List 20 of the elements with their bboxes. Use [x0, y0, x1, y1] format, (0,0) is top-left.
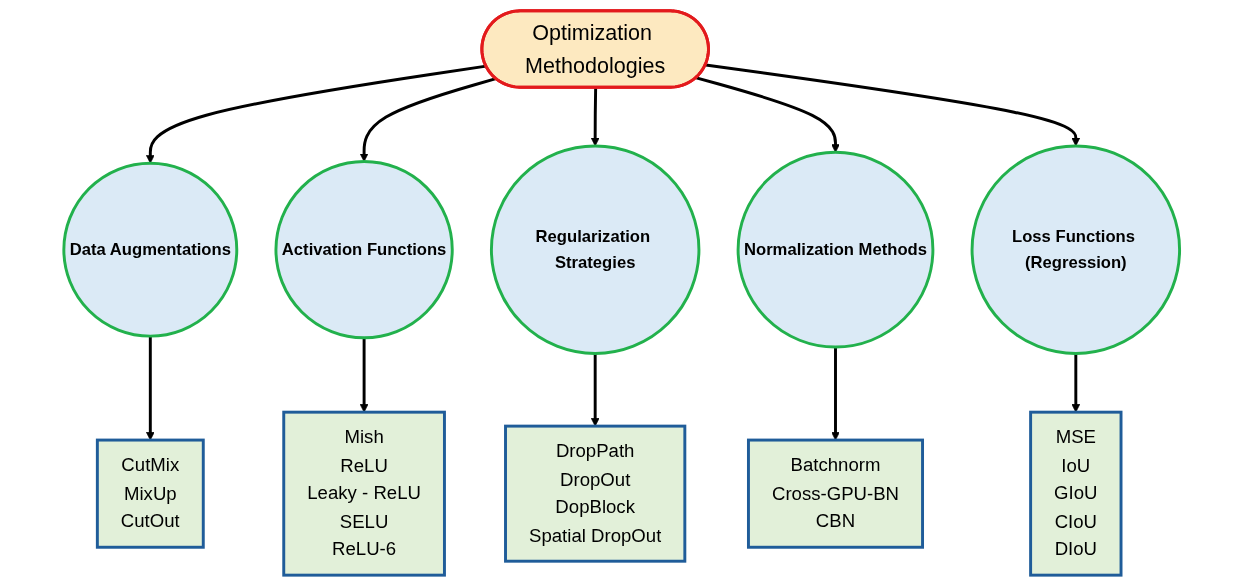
node-circle: Normalization Methods	[736, 150, 935, 349]
node-circle: Loss Functions (Regression)	[970, 144, 1182, 355]
arrow	[360, 77, 497, 162]
node-box: Mish ReLU Leaky - ReLU SELU ReLU-6	[282, 410, 447, 577]
arrow	[591, 353, 600, 427]
arrow	[360, 337, 369, 413]
node-box: CutMix MixUp CutOut	[96, 438, 205, 549]
node-box: Batchnorm Cross-GPU-BN CBN	[747, 438, 925, 549]
arrow	[831, 347, 841, 441]
node-circle: Data Augmentations	[62, 161, 239, 338]
node-circle: Regularization Strategies	[490, 144, 701, 355]
node-circle: Activation Functions	[274, 160, 454, 340]
arrow	[146, 64, 487, 164]
arrow	[705, 63, 1081, 147]
node-box: MSE IoU GIoU CIoU DIoU	[1029, 410, 1123, 577]
node-box: DropPath DropOut DopBlock Spatial DropOut	[504, 424, 687, 563]
arrow	[1071, 353, 1081, 413]
arrow	[696, 76, 841, 153]
arrow	[146, 336, 155, 441]
arrow	[591, 87, 600, 147]
